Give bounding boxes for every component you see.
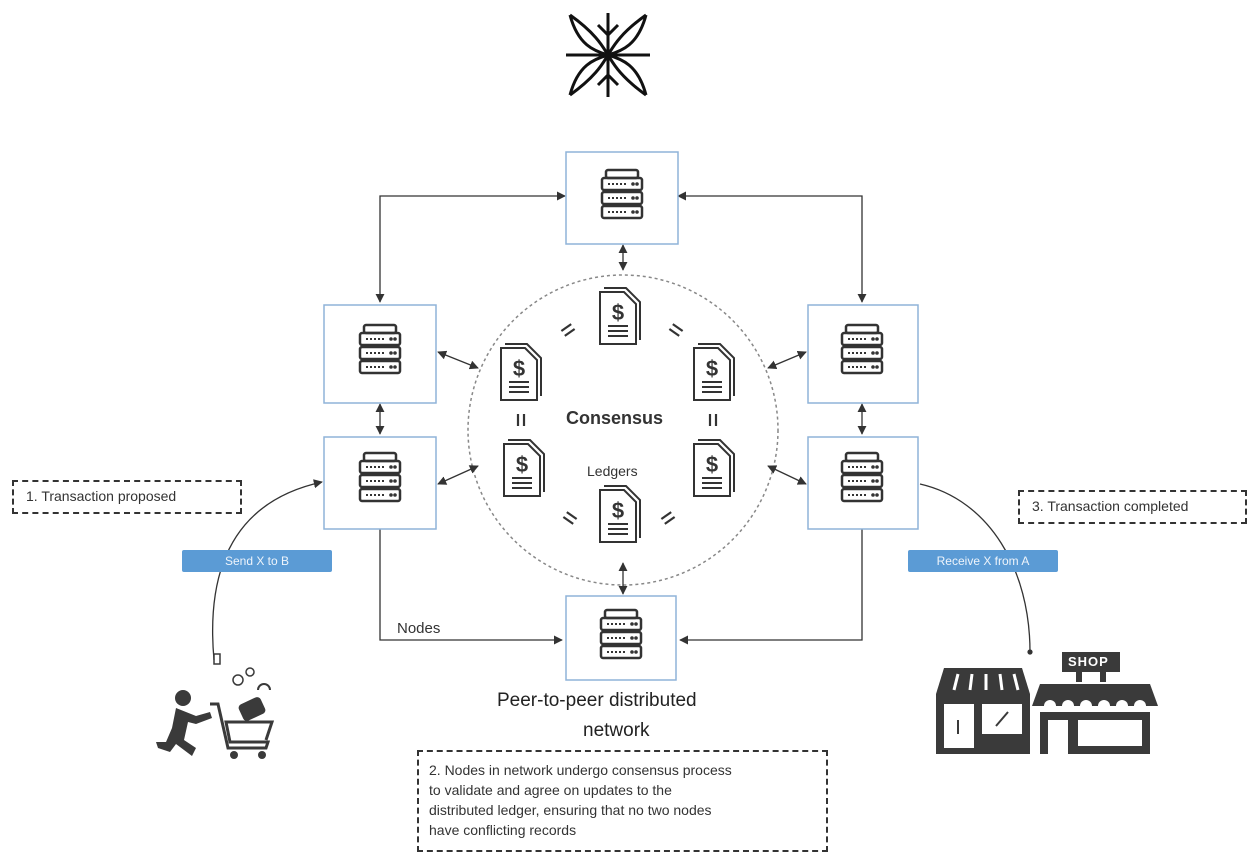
node-bottom-right: [807, 436, 919, 530]
node-top-right: [807, 304, 919, 404]
send-transaction-curve: [212, 479, 323, 661]
ledger-document-icon: [693, 439, 735, 497]
step2-line-4: have conflicting records: [429, 822, 577, 838]
link-topright-circle: [767, 350, 807, 370]
network-caption-line2: network: [583, 720, 650, 741]
step1-box: 1. Transaction proposed: [12, 480, 242, 514]
node-top: [565, 151, 679, 245]
shopper-icon: [156, 653, 275, 759]
step2-box: 2. Nodes in network undergo consensus pr…: [417, 750, 828, 852]
node-bottom: [565, 595, 677, 681]
link-bottomright-bottom: [679, 506, 867, 645]
link-bottomright-circle: [767, 465, 807, 485]
logo-mark: [566, 13, 650, 97]
ledger-document-icon: [500, 343, 542, 401]
link-bottomleft-bottom: [375, 506, 563, 645]
network-caption-line1: Peer-to-peer distributed: [497, 690, 697, 711]
step1-text: 1. Transaction proposed: [26, 488, 177, 504]
receive-pill: Receive X from A: [908, 550, 1058, 572]
step2-line-1: 2. Nodes in network undergo consensus pr…: [429, 762, 732, 778]
consensus-circle: [467, 274, 779, 586]
step2-line-3: distributed ledger, ensuring that no two…: [429, 802, 712, 818]
link-topleft-circle: [437, 350, 479, 370]
equal-signs: [516, 323, 718, 525]
step3-text: 3. Transaction completed: [1032, 498, 1189, 514]
send-pill: Send X to B: [182, 550, 332, 572]
ledger-document-icon: [503, 439, 545, 497]
ledgers-label: Ledgers: [587, 463, 638, 479]
ledger-document-icon: [599, 287, 641, 345]
step3-box: 3. Transaction completed: [1018, 490, 1247, 524]
node-bottom-left: [323, 436, 437, 530]
node-top-left: [323, 304, 437, 404]
consensus-label: Consensus: [566, 408, 664, 428]
ledger-document-icon: [599, 485, 641, 543]
link-bottomleft-circle: [437, 465, 479, 485]
receive-transaction-curve: [919, 483, 1033, 655]
nodes-label: Nodes: [397, 620, 441, 637]
link-top-topright: [677, 191, 867, 303]
shop-sign-text: SHOP: [1068, 654, 1109, 669]
link-top-topleft: [375, 191, 566, 303]
shop-icon: [936, 652, 1158, 754]
step2-line-2: to validate and agree on updates to the: [429, 782, 672, 798]
ledger-document-icon: [693, 343, 735, 401]
